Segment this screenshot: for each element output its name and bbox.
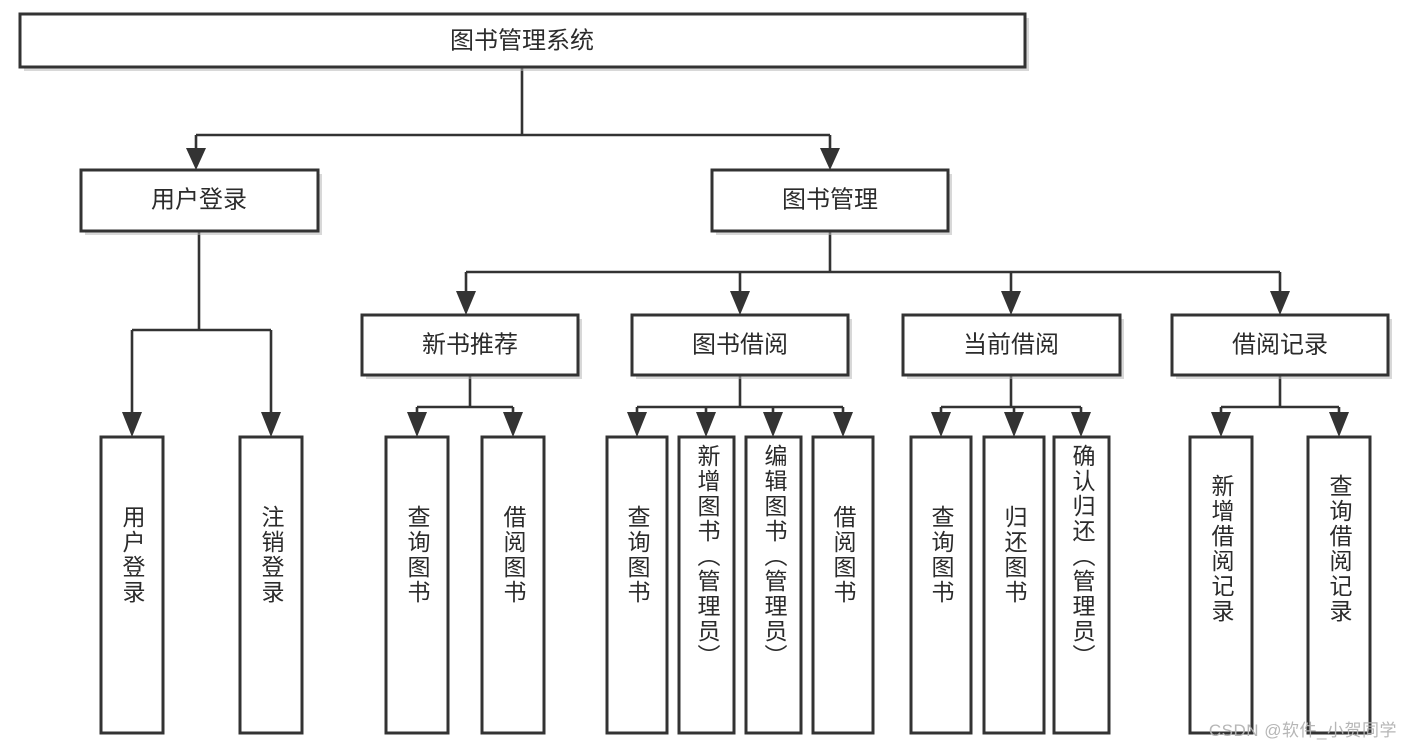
arrow-head-leaf-query-book-current — [931, 412, 951, 437]
arrow-head-current-borrow — [1001, 291, 1021, 315]
arrow-head-borrow-record — [1270, 291, 1290, 315]
node-leaf-query-book-borrow[interactable] — [605, 435, 669, 735]
watermark-text: CSDN @软件_小贺同学 — [1208, 721, 1397, 740]
node-book-borrow-box[interactable] — [630, 313, 850, 377]
arrow-head-user-login — [186, 148, 206, 170]
node-leaf-query-borrow-record[interactable] — [1306, 435, 1372, 735]
connector-layer — [122, 67, 1349, 437]
node-user-login-label: 用户登录 — [151, 186, 247, 213]
node-root[interactable]: 图书管理系统 — [18, 12, 1029, 71]
node-leaf-borrow-book-rec[interactable] — [480, 435, 546, 735]
node-leaf-user-login[interactable] — [99, 435, 165, 735]
arrow-head-book-borrow — [730, 291, 750, 315]
node-leaf-add-borrow-record-box[interactable] — [1188, 435, 1254, 735]
arrow-head-book-manage — [820, 148, 840, 170]
node-book-manage-label: 图书管理 — [782, 186, 878, 213]
node-leaf-return-book[interactable] — [982, 435, 1046, 735]
arrow-head-leaf-user-login — [122, 412, 142, 437]
arrow-head-leaf-borrow-book-rec — [503, 412, 523, 437]
node-book-borrow-label: 图书借阅 — [692, 331, 788, 358]
node-leaf-edit-book-admin[interactable] — [744, 435, 803, 735]
node-current-borrow-box[interactable] — [901, 313, 1122, 377]
node-leaf-query-book-rec-box[interactable] — [384, 435, 450, 735]
node-leaf-add-book-admin[interactable] — [677, 435, 736, 735]
node-leaf-user-logout-box[interactable] — [238, 435, 304, 735]
connector-root-to-level2 — [186, 67, 840, 170]
node-leaf-edit-book-admin-box[interactable] — [744, 435, 803, 735]
connector-book-manage-to-level3 — [456, 231, 1290, 315]
connector-book-borrow-to-leaves — [627, 375, 853, 437]
node-leaf-query-book-borrow-box[interactable] — [605, 435, 669, 735]
arrow-head-new-book-recommend — [456, 291, 476, 315]
node-borrow-record[interactable]: 借阅记录 — [1170, 313, 1392, 379]
node-new-book-recommend-box[interactable] — [360, 313, 580, 377]
node-borrow-record-label: 借阅记录 — [1232, 331, 1328, 358]
node-root-label: 图书管理系统 — [450, 27, 594, 54]
arrow-head-leaf-add-book-admin — [696, 412, 716, 437]
node-new-book-recommend-label: 新书推荐 — [422, 331, 518, 358]
node-book-borrow[interactable]: 图书借阅 — [630, 313, 852, 379]
leaf-node-layer — [99, 435, 1372, 735]
node-root-box[interactable] — [18, 12, 1027, 69]
node-leaf-query-book-current-box[interactable] — [909, 435, 973, 735]
arrow-head-leaf-add-borrow-record — [1211, 412, 1231, 437]
node-book-manage[interactable]: 图书管理 — [710, 168, 952, 235]
node-leaf-add-borrow-record[interactable] — [1188, 435, 1254, 735]
node-leaf-user-logout[interactable] — [238, 435, 304, 735]
node-leaf-confirm-return-admin[interactable] — [1052, 435, 1111, 735]
node-leaf-return-book-box[interactable] — [982, 435, 1046, 735]
arrow-head-leaf-confirm-return-admin — [1071, 412, 1091, 437]
node-current-borrow[interactable]: 当前借阅 — [901, 313, 1124, 379]
node-leaf-confirm-return-admin-box[interactable] — [1052, 435, 1111, 735]
node-leaf-query-book-rec[interactable] — [384, 435, 450, 735]
node-leaf-borrow-book-box[interactable] — [811, 435, 875, 735]
node-leaf-borrow-book[interactable] — [811, 435, 875, 735]
node-user-login[interactable]: 用户登录 — [79, 168, 322, 235]
connector-current-borrow-to-leaves — [931, 375, 1091, 437]
node-current-borrow-label: 当前借阅 — [963, 331, 1059, 358]
node-leaf-add-book-admin-box[interactable] — [677, 435, 736, 735]
node-leaf-borrow-book-rec-box[interactable] — [480, 435, 546, 735]
arrow-head-leaf-query-book-rec — [407, 412, 427, 437]
arrow-head-leaf-query-book-borrow — [627, 412, 647, 437]
node-borrow-record-box[interactable] — [1170, 313, 1390, 377]
node-leaf-query-borrow-record-box[interactable] — [1306, 435, 1372, 735]
node-new-book-recommend[interactable]: 新书推荐 — [360, 313, 582, 379]
arrow-head-leaf-query-borrow-record — [1329, 412, 1349, 437]
arrow-head-leaf-borrow-book — [833, 412, 853, 437]
arrow-head-leaf-user-logout — [261, 412, 281, 437]
connector-borrow-record-to-leaves — [1211, 375, 1349, 437]
arrow-head-leaf-return-book — [1004, 412, 1024, 437]
arrow-head-leaf-edit-book-admin — [763, 412, 783, 437]
node-leaf-user-login-box[interactable] — [99, 435, 165, 735]
connector-user-login-to-leaves — [122, 231, 281, 437]
node-book-manage-box[interactable] — [710, 168, 950, 233]
connector-new-book-recommend-to-leaves — [407, 375, 523, 437]
node-leaf-query-book-current[interactable] — [909, 435, 973, 735]
node-user-login-box[interactable] — [79, 168, 320, 233]
